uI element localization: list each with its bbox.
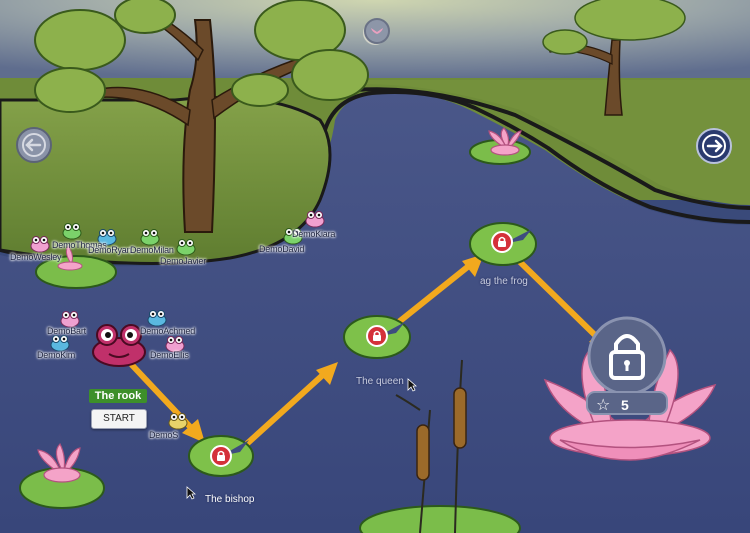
lotus-menu-button[interactable] [363, 17, 391, 45]
player-frog[interactable] [90, 322, 148, 368]
frog-avatar [140, 229, 160, 246]
next-arrow-button[interactable] [696, 128, 732, 164]
frog-avatar [97, 229, 117, 246]
frog-avatar [305, 211, 325, 228]
player-name-label: DemoBart [47, 326, 86, 336]
player-name-label: DemoMilan [130, 245, 174, 255]
prev-arrow-button[interactable] [16, 127, 52, 163]
stars-required-count: 5 [621, 397, 629, 413]
frog-avatar [60, 311, 80, 328]
arrow-right-icon [696, 128, 732, 164]
frog-avatar [165, 336, 185, 353]
frog-avatar [147, 310, 167, 327]
level-label-bishop: The bishop [205, 494, 255, 505]
lock-icon [210, 445, 232, 467]
lock-icon [366, 325, 388, 347]
mouse-cursor-icon [407, 378, 417, 392]
frog-avatar [176, 239, 196, 256]
player-name-label: DemoKim [37, 350, 76, 360]
player-name-label: DemoDavid [259, 244, 305, 254]
level-label-frog: ag the frog [480, 276, 528, 287]
lock-icon [491, 231, 513, 253]
current-level-badge: The rook [89, 389, 147, 403]
start-button[interactable]: START [91, 409, 147, 429]
frog-avatar [50, 335, 70, 352]
player-name-label: DemoEllis [150, 350, 189, 360]
frog-avatar [62, 223, 82, 240]
star-icon: ☆ [596, 395, 611, 414]
player-name-label: DemoJavier [160, 256, 207, 266]
mouse-cursor-icon [186, 486, 196, 500]
player-name-label: DemoWesley [10, 252, 62, 262]
lotus-icon [364, 18, 390, 44]
level-pad-frog[interactable] [490, 230, 514, 254]
locked-level-box[interactable]: ☆ 5 [581, 316, 673, 416]
tree-left [34, 0, 369, 233]
player-name-label: DemoThomas [52, 240, 107, 250]
level-pad-bishop[interactable] [209, 444, 233, 468]
level-pad-queen[interactable] [365, 324, 389, 348]
player-name-label: DemoRyan [88, 245, 132, 255]
padlock-icon [586, 316, 668, 415]
level-label-queen: The queen [356, 376, 404, 387]
frog-avatar [168, 413, 188, 430]
player-name-label: DemoS [149, 430, 179, 440]
arrow-left-icon [16, 127, 52, 163]
frog-avatar [283, 228, 303, 245]
player-name-label: DemoAchmed [140, 326, 196, 336]
frog-avatar [30, 236, 50, 253]
player-name-label: DemoKiara [292, 229, 336, 239]
